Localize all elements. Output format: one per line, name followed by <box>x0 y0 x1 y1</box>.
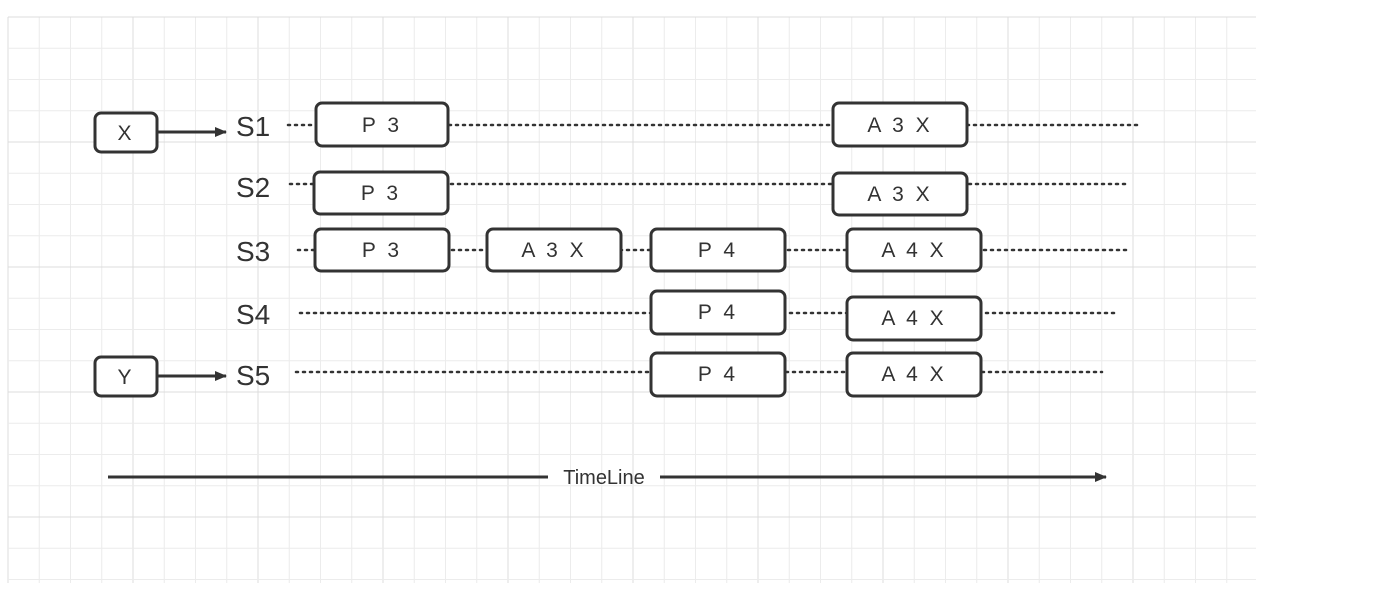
message-label: A 3 X <box>867 183 932 206</box>
message-label: A 4 X <box>881 307 946 330</box>
message-label: P 4 <box>698 239 738 262</box>
timeline-label: TimeLine <box>563 467 645 489</box>
message-box: P 4 <box>649 227 787 273</box>
message-box: P 3 <box>314 101 450 148</box>
message-box: A 3 X <box>831 171 969 217</box>
message-box: A 4 X <box>845 295 983 342</box>
message-label: P 4 <box>698 363 738 386</box>
message-box: P 4 <box>649 289 787 336</box>
message-box: A 3 X <box>831 101 969 148</box>
server-label-s4: S4 <box>236 299 270 330</box>
message-box: P 4 <box>649 351 787 398</box>
client-x: X <box>93 111 227 154</box>
message-box: A 4 X <box>845 227 983 273</box>
message-label: A 3 X <box>521 239 586 262</box>
server-label-s2: S2 <box>236 172 270 203</box>
server-label-s5: S5 <box>236 360 270 391</box>
message-box: P 3 <box>312 170 450 216</box>
server-label-s3: S3 <box>236 236 270 267</box>
message-box: A 4 X <box>845 351 983 398</box>
message-box: A 3 X <box>485 227 623 273</box>
message-label: A 3 X <box>867 114 932 137</box>
client-y: Y <box>93 355 227 398</box>
message-label: P 4 <box>698 301 738 324</box>
message-label: P 3 <box>362 114 402 137</box>
message-label: P 3 <box>362 239 402 262</box>
message-label: P 3 <box>361 182 401 205</box>
timeline: TimeLine <box>108 467 1107 489</box>
server-label-s1: S1 <box>236 111 270 142</box>
message-boxes: P 3 A 3 X P 3 A 3 X P 3 A 3 X P 4 <box>312 101 983 398</box>
message-box: P 3 <box>313 227 451 273</box>
client-y-label: Y <box>117 366 134 389</box>
message-label: A 4 X <box>881 239 946 262</box>
message-label: A 4 X <box>881 363 946 386</box>
server-labels: S1 S2 S3 S4 S5 <box>236 111 270 391</box>
background-grid <box>7 16 1256 583</box>
client-x-label: X <box>117 122 134 145</box>
